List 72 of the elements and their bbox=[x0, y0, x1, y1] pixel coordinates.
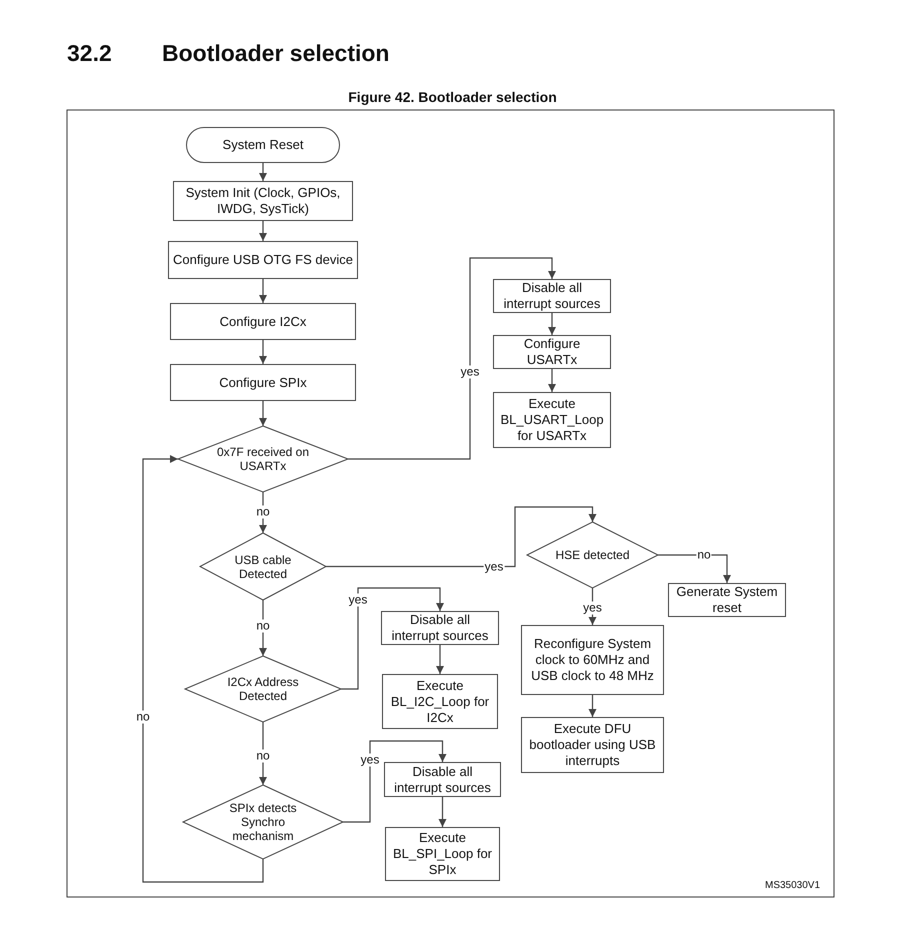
node-text: System Init (Clock, GPIOs, IWDG, SysTick) bbox=[184, 185, 342, 217]
decision-diamond bbox=[200, 533, 326, 600]
decision-diamond bbox=[527, 522, 658, 588]
arrow bbox=[438, 797, 446, 827]
edge-label: no bbox=[255, 620, 271, 632]
section-number: 32.2 bbox=[67, 40, 112, 67]
arrow bbox=[588, 695, 596, 717]
arrow bbox=[259, 221, 267, 241]
node-text: Generate System reset bbox=[675, 584, 779, 616]
decision-diamond bbox=[183, 785, 343, 859]
process-box bbox=[381, 611, 499, 645]
node-text: Disable all interrupt sources bbox=[393, 764, 492, 796]
edge-label: no bbox=[255, 506, 271, 518]
process-box bbox=[521, 717, 664, 773]
arrow bbox=[259, 492, 267, 533]
arrow bbox=[259, 340, 267, 364]
process-box bbox=[382, 674, 498, 729]
node-text: Configure SPIx bbox=[218, 374, 308, 390]
node-text: Reconfigure System clock to 60MHz and USB clock to 48 MHz bbox=[530, 636, 655, 684]
edge-label: yes bbox=[460, 366, 480, 378]
process-box bbox=[173, 181, 353, 221]
node-text: Execute BL_I2C_Loop for I2Cx bbox=[390, 678, 490, 726]
node-text: Execute BL_USART_Loop for USARTx bbox=[499, 396, 605, 444]
process-box bbox=[493, 335, 611, 369]
arrow bbox=[259, 279, 267, 303]
arrow bbox=[259, 163, 267, 181]
decision-diamond bbox=[185, 656, 341, 722]
arrow bbox=[548, 313, 556, 335]
node-text: Disable all interrupt sources bbox=[390, 612, 490, 644]
arrow bbox=[326, 506, 596, 568]
node-text: Configure USARTx bbox=[522, 336, 582, 368]
node-text: Execute DFU bootloader using USB interrupts bbox=[528, 721, 657, 769]
edge-label: yes bbox=[582, 602, 603, 614]
decision-diamond bbox=[178, 426, 348, 492]
arrow bbox=[436, 645, 444, 674]
arrow bbox=[142, 455, 264, 883]
process-box bbox=[493, 392, 611, 448]
process-box bbox=[384, 762, 501, 797]
process-box bbox=[170, 364, 356, 401]
process-box bbox=[668, 583, 786, 617]
arrow bbox=[658, 554, 731, 583]
node-text: USB cable Detected bbox=[234, 552, 292, 580]
section-heading: Bootloader selection bbox=[162, 40, 390, 67]
process-box bbox=[493, 279, 611, 313]
node-text: Disable all interrupt sources bbox=[502, 280, 602, 312]
figure-id: MS35030V1 bbox=[765, 880, 820, 891]
terminal-box bbox=[186, 127, 340, 163]
edge-label: no bbox=[255, 750, 271, 762]
arrow bbox=[343, 740, 446, 823]
figure-caption: Figure 42. Bootloader selection bbox=[347, 89, 558, 105]
arrow bbox=[341, 587, 444, 690]
node-text: Configure USB OTG FS device bbox=[172, 252, 354, 268]
process-box bbox=[170, 303, 356, 340]
node-text: System Reset bbox=[222, 137, 304, 153]
node-text: Execute BL_SPI_Loop for SPIx bbox=[392, 830, 494, 878]
process-box bbox=[385, 827, 500, 881]
node-text: SPIx detects Synchro mechanism bbox=[228, 801, 298, 843]
node-text: 0x7F received on USARTx bbox=[216, 445, 310, 473]
arrow bbox=[259, 722, 267, 785]
arrow bbox=[259, 401, 267, 426]
arrow bbox=[348, 257, 556, 460]
arrow bbox=[259, 600, 267, 656]
edge-label: yes bbox=[360, 754, 380, 766]
process-box bbox=[168, 241, 358, 279]
node-text: Configure I2Cx bbox=[218, 314, 308, 330]
edge-label: no bbox=[135, 710, 151, 724]
node-text: HSE detected bbox=[554, 548, 631, 562]
edge-label: yes bbox=[348, 594, 368, 606]
process-box bbox=[521, 625, 664, 695]
arrow bbox=[548, 369, 556, 392]
node-text: I2Cx Address Detected bbox=[226, 675, 300, 703]
arrow bbox=[588, 588, 596, 625]
